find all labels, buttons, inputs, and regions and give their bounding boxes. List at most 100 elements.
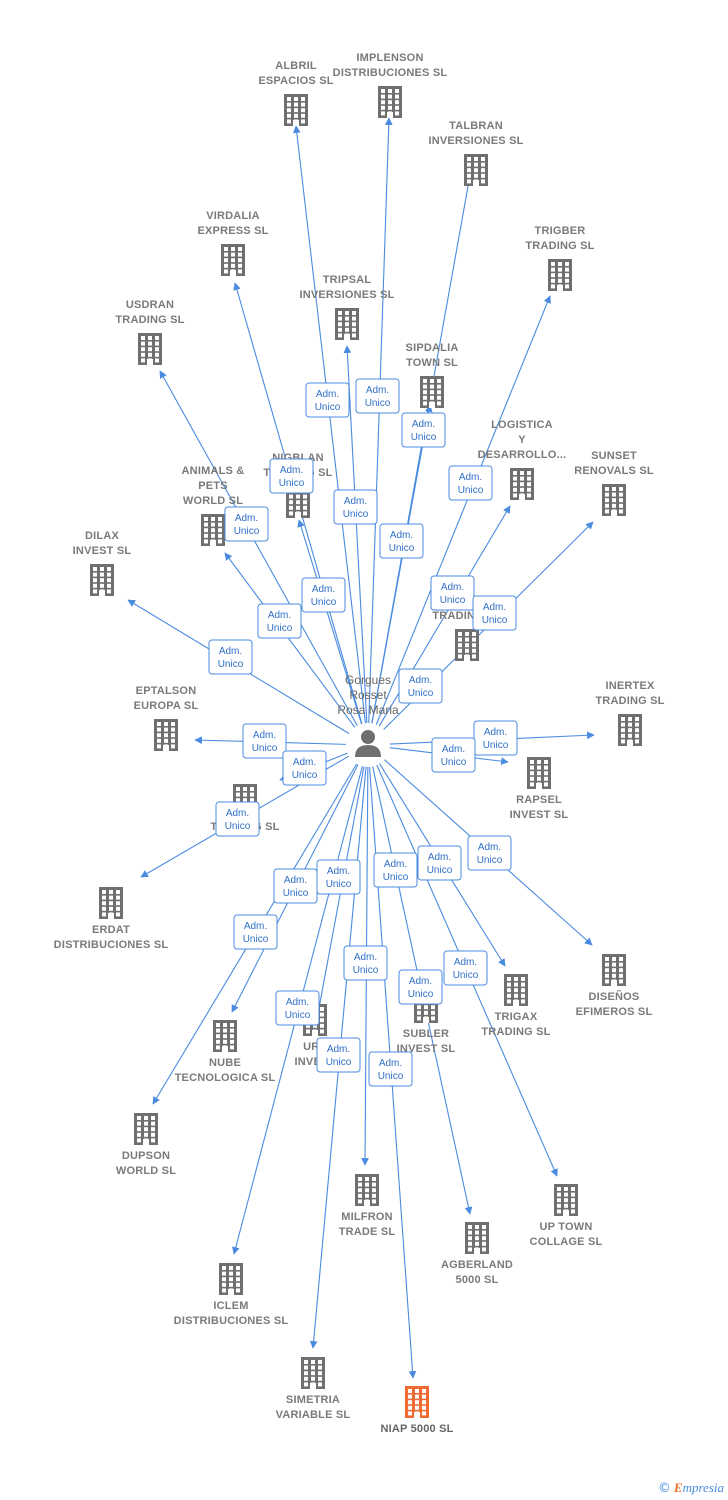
- company-node-logistica[interactable]: LOGISTICAYDESARROLLO...: [478, 419, 567, 500]
- role-label-line: Unico: [441, 757, 467, 768]
- role-badge[interactable]: Adm.Unico: [379, 523, 424, 559]
- role-badge[interactable]: Adm.Unico: [257, 603, 302, 639]
- role-badge[interactable]: Adm.Unico: [333, 489, 378, 525]
- company-label: INERTEX: [605, 680, 655, 692]
- company-label: RENOVALS SL: [574, 465, 654, 477]
- role-badge[interactable]: Adm.Unico: [448, 465, 493, 501]
- role-badge[interactable]: Adm.Unico: [368, 1051, 413, 1087]
- role-label-line: Unico: [311, 597, 337, 608]
- role-label-line: Unico: [353, 965, 379, 976]
- role-badge[interactable]: Adm.Unico: [472, 595, 517, 631]
- role-label-line: Adm.: [316, 389, 339, 400]
- role-badge[interactable]: Adm.Unico: [316, 1037, 361, 1073]
- role-label-line: Unico: [252, 743, 278, 754]
- role-badge[interactable]: Adm.Unico: [398, 969, 443, 1005]
- company-label: DISEÑOS: [589, 990, 640, 1003]
- role-badge[interactable]: Adm.Unico: [316, 859, 361, 895]
- building-icon: [464, 154, 488, 186]
- role-label-line: Unico: [283, 888, 309, 899]
- role-label-line: Unico: [483, 740, 509, 751]
- role-badge[interactable]: Adm.Unico: [443, 950, 488, 986]
- company-label: NIAP 5000 SL: [380, 1423, 453, 1435]
- role-badge[interactable]: Adm.Unico: [208, 639, 253, 675]
- role-label-line: Unico: [383, 872, 409, 883]
- company-node-niap[interactable]: NIAP 5000 SL: [380, 1386, 453, 1435]
- role-badge[interactable]: Adm.Unico: [398, 668, 443, 704]
- role-badge[interactable]: Adm.Unico: [224, 506, 269, 542]
- building-icon: [455, 629, 479, 661]
- company-label: VIRDALIA: [206, 210, 260, 222]
- role-badge[interactable]: Adm.Unico: [269, 458, 314, 494]
- role-badge[interactable]: Adm.Unico: [467, 835, 512, 871]
- role-badge[interactable]: Adm.Unico: [305, 382, 350, 418]
- building-icon: [90, 564, 114, 596]
- role-badge[interactable]: Adm.Unico: [355, 378, 400, 414]
- company-label: ESPACIOS SL: [258, 75, 333, 87]
- role-label-line: Adm.: [293, 757, 316, 768]
- role-label-line: Adm.: [441, 582, 464, 593]
- role-badge[interactable]: Adm.Unico: [473, 720, 518, 756]
- role-label-line: Unico: [234, 526, 260, 537]
- role-badge[interactable]: Adm.Unico: [430, 575, 475, 611]
- role-badge[interactable]: Adm.Unico: [401, 412, 446, 448]
- building-icon: [138, 333, 162, 365]
- role-badge[interactable]: Adm.Unico: [233, 914, 278, 950]
- edge-albril: [292, 125, 367, 724]
- role-badge[interactable]: Adm.Unico: [215, 801, 260, 837]
- role-badge[interactable]: Adm.Unico: [431, 737, 476, 773]
- role-badge[interactable]: Adm.Unico: [275, 990, 320, 1026]
- role-badge[interactable]: Adm.Unico: [282, 750, 327, 786]
- role-badge[interactable]: Adm.Unico: [273, 868, 318, 904]
- company-label: INVEST SL: [73, 545, 132, 557]
- role-badge[interactable]: Adm.Unico: [343, 945, 388, 981]
- company-label: DILAX: [85, 530, 119, 542]
- building-icon: [213, 1020, 237, 1052]
- role-badge[interactable]: Adm.Unico: [417, 845, 462, 881]
- role-label-line: Unico: [243, 934, 269, 945]
- company-label: 5000 SL: [456, 1274, 499, 1286]
- role-label-line: Adm.: [327, 1044, 350, 1055]
- company-node-dilax[interactable]: DILAX INVEST SL: [73, 530, 132, 596]
- role-label-line: Unico: [279, 478, 305, 489]
- company-label: IMPLENSON: [356, 52, 423, 64]
- company-label: RAPSEL: [516, 794, 562, 806]
- role-label-line: Unico: [365, 398, 391, 409]
- role-badge[interactable]: Adm.Unico: [242, 723, 287, 759]
- role-label-line: Unico: [218, 659, 244, 670]
- role-label-line: Adm.: [344, 496, 367, 507]
- role-badge[interactable]: Adm.Unico: [373, 852, 418, 888]
- role-badge[interactable]: Adm.Unico: [301, 577, 346, 613]
- role-label-line: Unico: [427, 865, 453, 876]
- company-label: TRADING SL: [525, 240, 594, 252]
- company-label: INVERSIONES SL: [299, 289, 394, 301]
- building-icon: [510, 468, 534, 500]
- building-icon: [154, 719, 178, 751]
- brand-initial: E: [673, 1480, 683, 1495]
- company-label: TALBRAN: [449, 120, 503, 132]
